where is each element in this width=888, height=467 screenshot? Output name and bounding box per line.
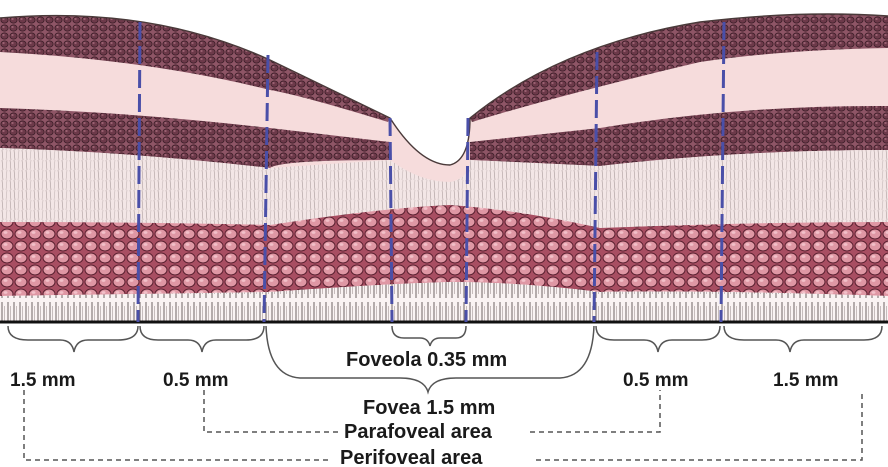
- bracket-left-outer: [8, 326, 138, 352]
- label-parafoveal-area: Parafoveal area: [344, 421, 493, 443]
- label-right-inner-width: 0.5 mm: [623, 370, 688, 391]
- bracket-right-inner: [596, 326, 720, 352]
- bracket-right-outer: [724, 326, 882, 352]
- label-right-outer-width: 1.5 mm: [773, 370, 838, 391]
- label-left-outer-width: 1.5 mm: [10, 370, 75, 391]
- bracket-foveola: [392, 326, 466, 346]
- label-fovea: Fovea 1.5 mm: [363, 397, 495, 419]
- label-left-inner-width: 0.5 mm: [163, 370, 228, 391]
- divider-foveola-left: [390, 118, 392, 322]
- label-foveola: Foveola 0.35 mm: [346, 349, 507, 371]
- label-perifoveal-area: Perifoveal area: [340, 447, 483, 467]
- bracket-left-inner: [140, 326, 264, 352]
- divider-foveola-right: [466, 118, 468, 322]
